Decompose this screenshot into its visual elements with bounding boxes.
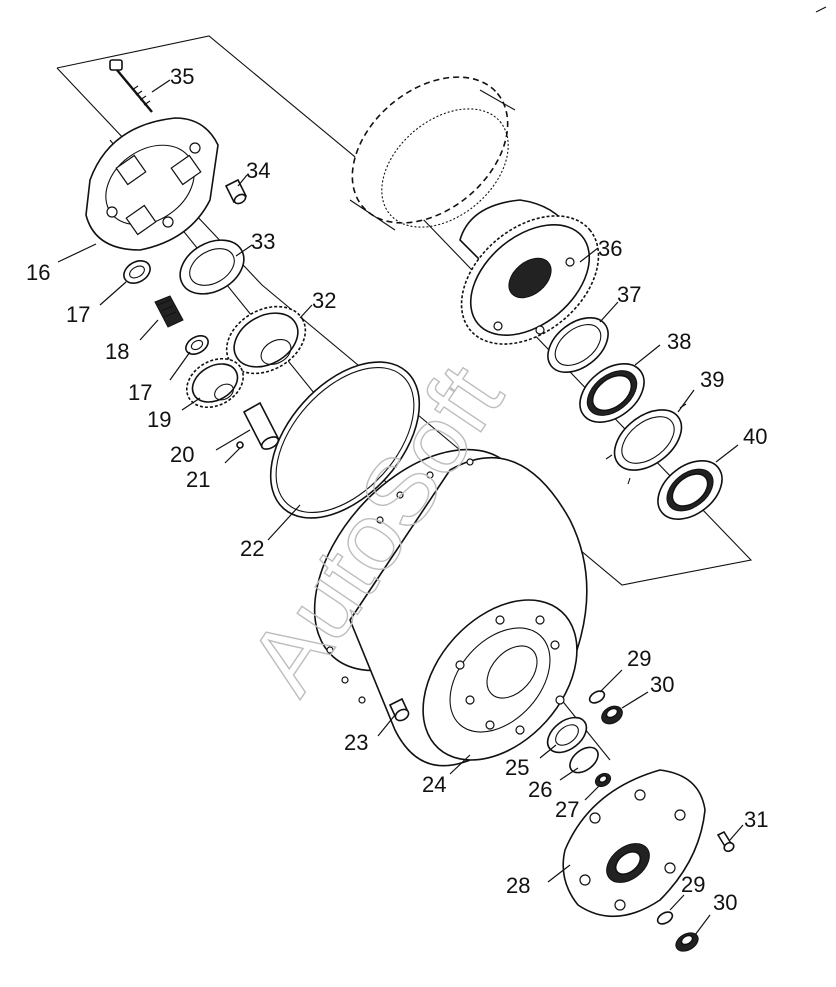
planet-gear-19 bbox=[185, 357, 245, 409]
pin-21 bbox=[236, 441, 244, 449]
callout-30-upper: 30 bbox=[650, 672, 674, 697]
drive-gear-36 bbox=[459, 199, 600, 345]
callout-39: 39 bbox=[700, 367, 724, 392]
callout-33: 33 bbox=[251, 229, 275, 254]
callout-34: 34 bbox=[246, 158, 270, 183]
callout-35: 35 bbox=[170, 64, 194, 89]
snap-ring-26 bbox=[569, 746, 599, 774]
callout-28: 28 bbox=[506, 873, 530, 898]
callout-23: 23 bbox=[344, 730, 368, 755]
callout-29-lower: 29 bbox=[681, 872, 705, 897]
bolt-23 bbox=[388, 697, 410, 722]
callout-24: 24 bbox=[422, 772, 446, 797]
housing-24 bbox=[313, 448, 588, 767]
corner-mark bbox=[815, 6, 827, 13]
callout-17-lower: 17 bbox=[128, 380, 152, 405]
planet-carrier-16 bbox=[85, 117, 219, 251]
callout-37: 37 bbox=[617, 282, 641, 307]
callout-19: 19 bbox=[147, 407, 171, 432]
callout-labels: 35 34 33 32 16 17 18 17 19 20 21 22 36 3… bbox=[26, 64, 768, 915]
end-cover-28 bbox=[562, 769, 706, 918]
leader-lines bbox=[57, 79, 744, 936]
assembly-frame bbox=[56, 35, 753, 586]
callout-36: 36 bbox=[598, 236, 622, 261]
planet-gear-32 bbox=[225, 305, 307, 375]
lock-washer-39 bbox=[605, 403, 687, 485]
callout-40: 40 bbox=[743, 424, 767, 449]
bolt-35 bbox=[109, 59, 153, 113]
spacer-ring-37 bbox=[547, 317, 609, 373]
plug-30-lower bbox=[675, 932, 699, 952]
plug-30-upper bbox=[601, 705, 623, 725]
pin-34 bbox=[224, 178, 248, 205]
washer-17-lower bbox=[185, 335, 209, 355]
callout-31: 31 bbox=[744, 807, 768, 832]
o-ring-29-lower bbox=[656, 911, 674, 925]
lock-nut-40 bbox=[657, 460, 723, 520]
callout-21: 21 bbox=[186, 467, 210, 492]
callout-38: 38 bbox=[667, 329, 691, 354]
callout-20: 20 bbox=[170, 442, 194, 467]
bolt-31 bbox=[716, 830, 735, 853]
callout-22: 22 bbox=[240, 536, 264, 561]
callout-27: 27 bbox=[555, 797, 579, 822]
bearing-38 bbox=[579, 363, 645, 423]
ring-gear bbox=[349, 76, 516, 231]
callout-16: 16 bbox=[26, 260, 50, 285]
thrust-washer-25 bbox=[546, 716, 588, 754]
callout-29-upper: 29 bbox=[627, 646, 651, 671]
callout-26: 26 bbox=[528, 777, 552, 802]
bearing-27 bbox=[594, 772, 612, 788]
callout-25: 25 bbox=[505, 755, 529, 780]
callout-17-upper: 17 bbox=[66, 302, 90, 327]
callout-32: 32 bbox=[312, 288, 336, 313]
washer-17-upper bbox=[123, 260, 151, 284]
callout-30-lower: 30 bbox=[713, 890, 737, 915]
needle-bearing-18 bbox=[154, 295, 184, 328]
o-ring-29-upper bbox=[588, 690, 606, 704]
thrust-washer-33 bbox=[179, 239, 245, 295]
o-ring-22 bbox=[269, 361, 421, 519]
callout-18: 18 bbox=[105, 339, 129, 364]
planet-shaft-20 bbox=[242, 401, 280, 450]
